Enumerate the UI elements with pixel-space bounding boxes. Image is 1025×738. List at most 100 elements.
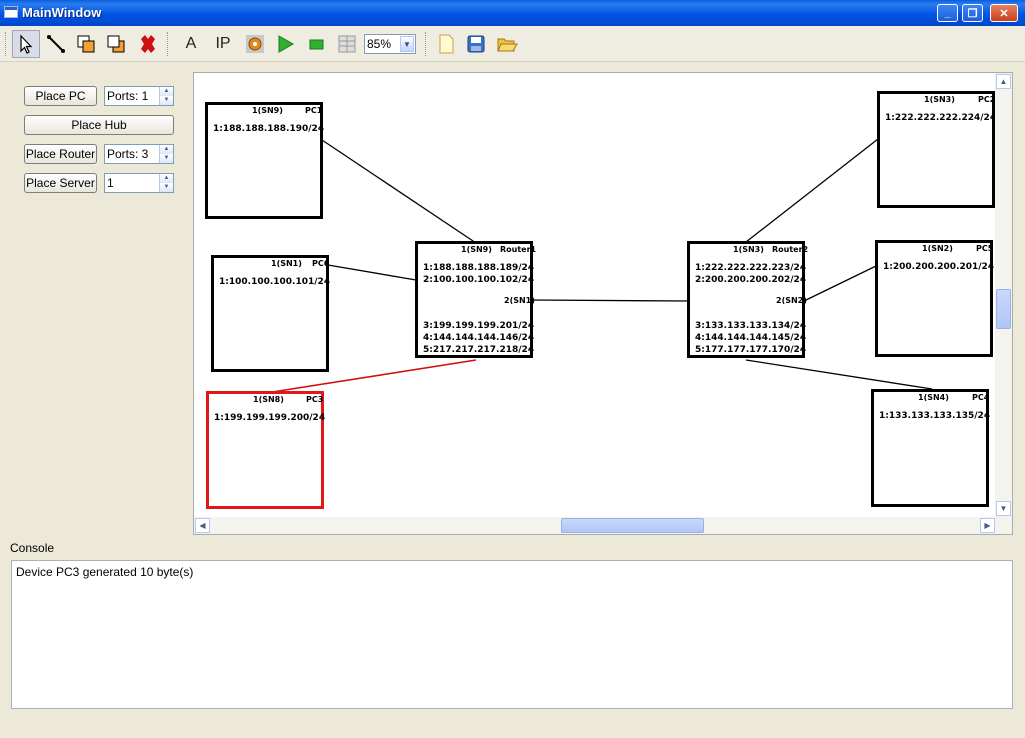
maximize-button[interactable]: ❐: [962, 4, 983, 22]
pc4-ip: 1:133.133.133.135/24: [879, 411, 991, 421]
device-router1[interactable]: 1(SN9) Router1 1:188.188.188.189/24 2:10…: [415, 241, 537, 358]
chevron-down-icon[interactable]: ▼: [400, 36, 414, 52]
save-button[interactable]: [462, 30, 490, 58]
toolbar-separator: [167, 32, 170, 56]
router2-ip1: 1:222.222.222.223/24: [695, 263, 807, 273]
link-pc3-router1[interactable]: [265, 359, 477, 394]
spin-down-icon[interactable]: ▼: [159, 154, 173, 163]
router2-port2-label: 2(SN2): [776, 296, 807, 305]
pc-ports-spinbox[interactable]: Ports: 1 ▲ ▼: [104, 86, 174, 106]
server-count-spinbox[interactable]: 1 ▲ ▼: [104, 173, 174, 193]
device-pc3[interactable]: 1(SN8) PC3 1:199.199.199.200/24: [206, 391, 326, 509]
place-server-button[interactable]: Place Server: [24, 173, 97, 193]
save-icon: [467, 35, 485, 53]
place-router-button[interactable]: Place Router: [24, 144, 97, 164]
spin-down-icon[interactable]: ▼: [159, 183, 173, 192]
line-icon: [47, 35, 65, 53]
scroll-up-icon[interactable]: ▲: [996, 74, 1011, 89]
link-pc4-router2[interactable]: [745, 359, 933, 390]
send-back-button[interactable]: [102, 30, 130, 58]
link-pc5-router2[interactable]: [803, 265, 877, 302]
router2-port1-label: 1(SN3): [733, 245, 764, 254]
device-pc2[interactable]: 1(SN3) PC2 1:222.222.222.224/24: [877, 91, 997, 208]
play-button[interactable]: [271, 30, 299, 58]
vertical-scroll-thumb[interactable]: [996, 289, 1011, 329]
device-router2[interactable]: 1(SN3) Router2 1:222.222.222.223/24 2:20…: [687, 241, 808, 358]
pc1-ip: 1:188.188.188.190/24: [213, 124, 325, 134]
toolbar-grip: [5, 32, 8, 56]
toolbar-separator-2: [425, 32, 428, 56]
scroll-right-icon[interactable]: ▶: [980, 518, 995, 533]
console-message: Device PC3 generated 10 byte(s): [16, 565, 194, 579]
send-to-back-icon: [107, 35, 125, 53]
text-tool-button[interactable]: A: [185, 35, 197, 52]
pc6-port-label: 1(SN1): [271, 259, 302, 268]
router1-port2-label: 2(SN1): [504, 296, 535, 305]
vertical-scrollbar[interactable]: ▲ ▼: [995, 73, 1012, 519]
link-pc2-router2[interactable]: [745, 138, 879, 243]
pc6-ip: 1:100.100.100.101/24: [219, 277, 331, 287]
pc2-ip: 1:222.222.222.224/24: [885, 113, 997, 123]
ip-tool-button[interactable]: IP: [215, 35, 231, 52]
folder-open-icon: [497, 38, 518, 52]
open-button[interactable]: [493, 30, 521, 58]
pc3-ip: 1:199.199.199.200/24: [214, 413, 326, 423]
zoom-value: 85%: [367, 37, 392, 51]
place-pc-button[interactable]: Place PC: [24, 86, 97, 106]
pc4-port-label: 1(SN4): [918, 393, 949, 402]
select-tool-button[interactable]: [12, 30, 40, 58]
stop-icon: [309, 39, 324, 50]
device-pc4[interactable]: 1(SN4) PC4 1:133.133.133.135/24: [871, 389, 991, 507]
pc-ports-value: Ports: 1: [107, 89, 149, 103]
spin-up-icon[interactable]: ▲: [159, 145, 173, 154]
device-pc5[interactable]: 1(SN2) PC5 1:200.200.200.201/24: [875, 240, 995, 357]
scroll-down-icon[interactable]: ▼: [996, 501, 1011, 516]
router-ports-spinbox[interactable]: Ports: 3 ▲ ▼: [104, 144, 174, 164]
bring-front-button[interactable]: [72, 30, 100, 58]
cursor-icon: [20, 34, 33, 54]
router1-ip3: 3:199.199.199.201/24: [423, 321, 535, 331]
console-label: Console: [10, 541, 55, 555]
horizontal-scrollbar[interactable]: ◀ ▶: [194, 517, 1012, 534]
pc3-port-label: 1(SN8): [253, 395, 284, 404]
close-button[interactable]: ✕: [990, 4, 1018, 22]
router1-port1-label: 1(SN9): [461, 245, 492, 254]
pc1-port-label: 1(SN9): [252, 106, 283, 115]
router2-ip2: 2:200.200.200.202/24: [695, 275, 807, 285]
spin-up-icon[interactable]: ▲: [159, 87, 173, 96]
pc5-name: PC5: [976, 244, 994, 253]
stop-button[interactable]: [302, 30, 330, 58]
step-button[interactable]: [333, 30, 361, 58]
spin-up-icon[interactable]: ▲: [159, 174, 173, 183]
router1-ip1: 1:188.188.188.189/24: [423, 263, 535, 273]
settings-button[interactable]: [241, 30, 269, 58]
scroll-left-icon[interactable]: ◀: [195, 518, 210, 533]
minimize-button[interactable]: _: [937, 4, 958, 22]
network-canvas[interactable]: 1(SN9) PC1 1:188.188.188.190/24 1(SN1) P…: [193, 72, 1013, 535]
zoom-select[interactable]: 85% ▼: [364, 34, 416, 54]
pc2-port-label: 1(SN3): [924, 95, 955, 104]
pc1-name: PC1: [305, 106, 323, 115]
spin-down-icon[interactable]: ▼: [159, 96, 173, 105]
horizontal-scroll-thumb[interactable]: [561, 518, 704, 533]
router-ports-value: Ports: 3: [107, 147, 149, 161]
pc6-name: PC6: [312, 259, 330, 268]
delete-button[interactable]: [134, 30, 162, 58]
device-pc1[interactable]: 1(SN9) PC1 1:188.188.188.190/24: [205, 102, 325, 219]
place-hub-button[interactable]: Place Hub: [24, 115, 174, 135]
pc5-ip: 1:200.200.200.201/24: [883, 262, 995, 272]
pc2-name: PC2: [978, 95, 996, 104]
router1-name: Router1: [500, 245, 537, 254]
title-bar: MainWindow _ ❐ ✕: [0, 0, 1025, 26]
router2-ip5: 5:177.177.177.170/24: [695, 345, 807, 355]
link-pc1-router1[interactable]: [321, 139, 477, 244]
console-output[interactable]: Device PC3 generated 10 byte(s): [11, 560, 1013, 709]
device-pc6[interactable]: 1(SN1) PC6 1:100.100.100.101/24: [211, 255, 331, 372]
pc3-name: PC3: [306, 395, 324, 404]
new-file-button[interactable]: [432, 30, 460, 58]
link-pc6-router1[interactable]: [327, 264, 417, 281]
connect-tool-button[interactable]: [42, 30, 70, 58]
connection-lines: [265, 138, 933, 394]
bring-to-front-icon: [77, 35, 95, 53]
link-router1-router2[interactable]: [529, 299, 689, 302]
